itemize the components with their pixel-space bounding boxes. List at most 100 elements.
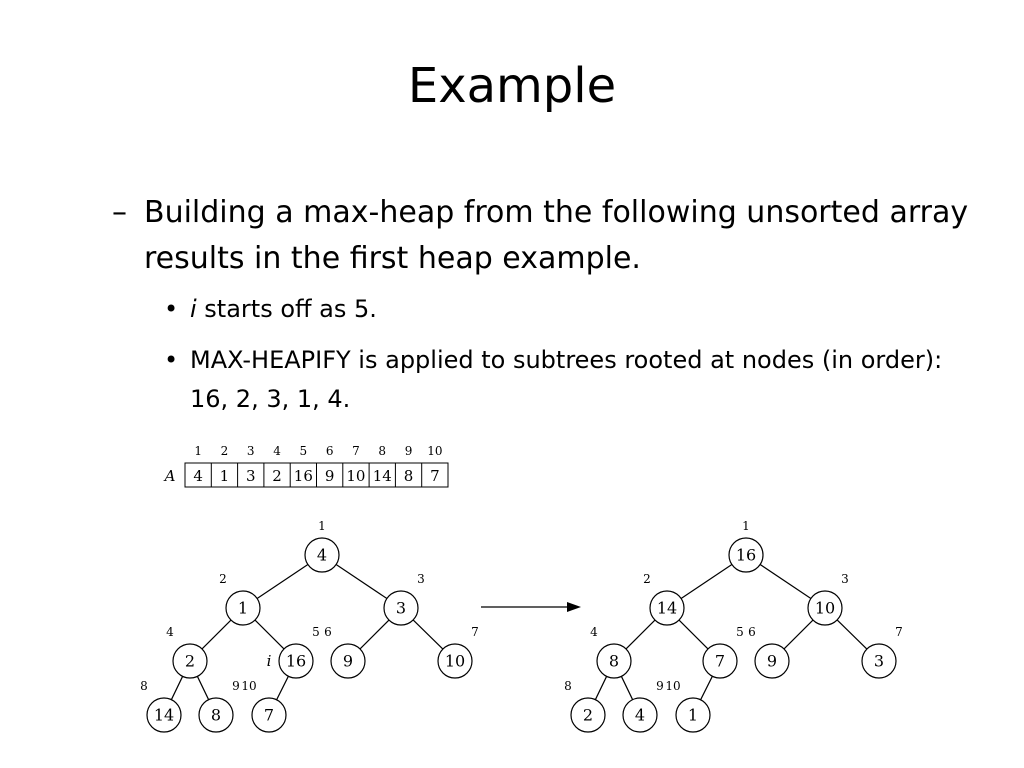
heap-before-node-value: 2 <box>185 652 195 671</box>
heap-after-node-value: 1 <box>688 706 698 725</box>
sub-bullet-text: MAX-HEAPIFY is applied to subtrees roote… <box>190 346 943 413</box>
array-index-label: 9 <box>405 444 413 458</box>
array-index-label: 6 <box>326 444 334 458</box>
heap-before-edge <box>412 619 444 650</box>
heap-before-node-value: 9 <box>343 652 353 671</box>
heap-after-edge <box>680 563 733 600</box>
dash-marker: – <box>112 195 127 230</box>
heap-after-edge <box>836 619 868 650</box>
array-cell-value: 2 <box>272 467 282 485</box>
heap-before-node-index: 3 <box>417 572 425 586</box>
heap-after-node-circle <box>649 590 685 626</box>
heap-before-edge <box>170 676 184 700</box>
heap-before-node-circle <box>330 643 366 679</box>
heap-before-node-value: 16 <box>286 652 306 671</box>
heap-after-node-index: 3 <box>841 572 849 586</box>
main-bullet: – Building a max-heap from the following… <box>112 190 972 282</box>
array-cell-value: 9 <box>325 467 335 485</box>
heap-before-node-circle <box>198 697 234 733</box>
array-cell-value: 16 <box>294 467 313 485</box>
bullet-marker: • <box>164 346 179 374</box>
heap-after-node-index: 10 <box>665 679 680 693</box>
heap-before-node-circle <box>278 643 314 679</box>
heap-pointer-i-label: i <box>267 652 272 670</box>
heap-before-node-value: 3 <box>396 599 406 618</box>
heap-before-edge <box>256 563 309 600</box>
sub-bullet-text: i starts off as 5. <box>190 290 984 329</box>
heap-before-node-index: 4 <box>166 625 174 639</box>
heap-before-node-circle <box>172 643 208 679</box>
heap-after-edge <box>783 619 814 650</box>
heap-after-node-circle <box>728 537 764 573</box>
heap-before-node-circle <box>251 697 287 733</box>
sub-bullet-i-start: • i starts off as 5. <box>164 290 984 329</box>
heap-before-node-index: 8 <box>140 679 148 693</box>
heap-after-node-circle <box>596 643 632 679</box>
heap-before-node-circle <box>437 643 473 679</box>
heap-after-node-index: 1 <box>742 519 750 533</box>
heap-before-edge <box>201 619 232 650</box>
heap-before-node-circle <box>383 590 419 626</box>
heap-before-node-index: 1 <box>318 519 326 533</box>
heap-before-edge <box>196 676 210 700</box>
array-cell-value: 7 <box>430 467 440 485</box>
array-index-label: 1 <box>194 444 202 458</box>
array-cell-value: 1 <box>220 467 230 485</box>
heap-after-node-circle <box>702 643 738 679</box>
array-index-label: 3 <box>247 444 255 458</box>
heap-after-node-index: 4 <box>590 625 598 639</box>
heap-after-edge <box>678 619 709 650</box>
heap-after-edge <box>759 563 812 600</box>
right-arrow-icon <box>567 602 581 612</box>
heap-before-node-circle <box>146 697 182 733</box>
heap-before-node-index: 6 <box>324 625 332 639</box>
heap-before-node-value: 1 <box>238 599 248 618</box>
heap-after-node-value: 3 <box>874 652 884 671</box>
heap-after-node-value: 7 <box>715 652 725 671</box>
heap-after-edge <box>700 675 713 701</box>
slide-title: Example <box>407 58 617 114</box>
heap-after-node-index: 9 <box>656 679 664 693</box>
heap-after-node-value: 16 <box>736 546 756 565</box>
heap-after-edge <box>594 676 608 700</box>
heap-before-node-value: 4 <box>317 546 327 565</box>
main-bullet-text: Building a max-heap from the following u… <box>144 195 969 276</box>
heap-before-node-index: 9 <box>232 679 240 693</box>
heap-before-node-circle <box>304 537 340 573</box>
heap-before-node-value: 14 <box>154 706 174 725</box>
heap-after-node-value: 9 <box>767 652 777 671</box>
heap-after-node-circle <box>675 697 711 733</box>
array-cell-value: 4 <box>193 467 203 485</box>
array-cell-value: 14 <box>373 467 392 485</box>
heap-after-node-value: 2 <box>583 706 593 725</box>
heap-before-node-value: 8 <box>211 706 221 725</box>
heap-before-node-index: 2 <box>219 572 227 586</box>
heap-before-node-index: 7 <box>471 625 479 639</box>
array-index-label: 7 <box>352 444 360 458</box>
array-index-label: 5 <box>300 444 308 458</box>
heap-after-node-index: 6 <box>748 625 756 639</box>
sub-bullet-rest: starts off as 5. <box>196 295 377 323</box>
array-index-label: 4 <box>273 444 281 458</box>
array-index-label: 2 <box>221 444 229 458</box>
heap-after-node-index: 7 <box>895 625 903 639</box>
heap-after-node-value: 8 <box>609 652 619 671</box>
heap-after-node-circle <box>622 697 658 733</box>
heap-after-node-circle <box>807 590 843 626</box>
sub-bullet-max-heapify: • MAX-HEAPIFY is applied to subtrees roo… <box>164 341 984 419</box>
heap-after-node-value: 10 <box>815 599 835 618</box>
heap-before-node-index: 5 <box>312 625 320 639</box>
heap-before-node-value: 7 <box>264 706 274 725</box>
heap-before-edge <box>335 563 388 600</box>
heap-before-edge <box>254 619 285 650</box>
array-cell-value: 10 <box>346 467 365 485</box>
array-name-label: A <box>163 467 176 485</box>
bullet-marker: • <box>164 295 179 323</box>
heap-after-node-index: 8 <box>564 679 572 693</box>
heap-after-node-circle <box>861 643 897 679</box>
heap-before-edge <box>276 675 289 701</box>
heap-after-node-value: 14 <box>657 599 677 618</box>
heap-after-node-index: 5 <box>736 625 744 639</box>
heap-after-edge <box>625 619 656 650</box>
